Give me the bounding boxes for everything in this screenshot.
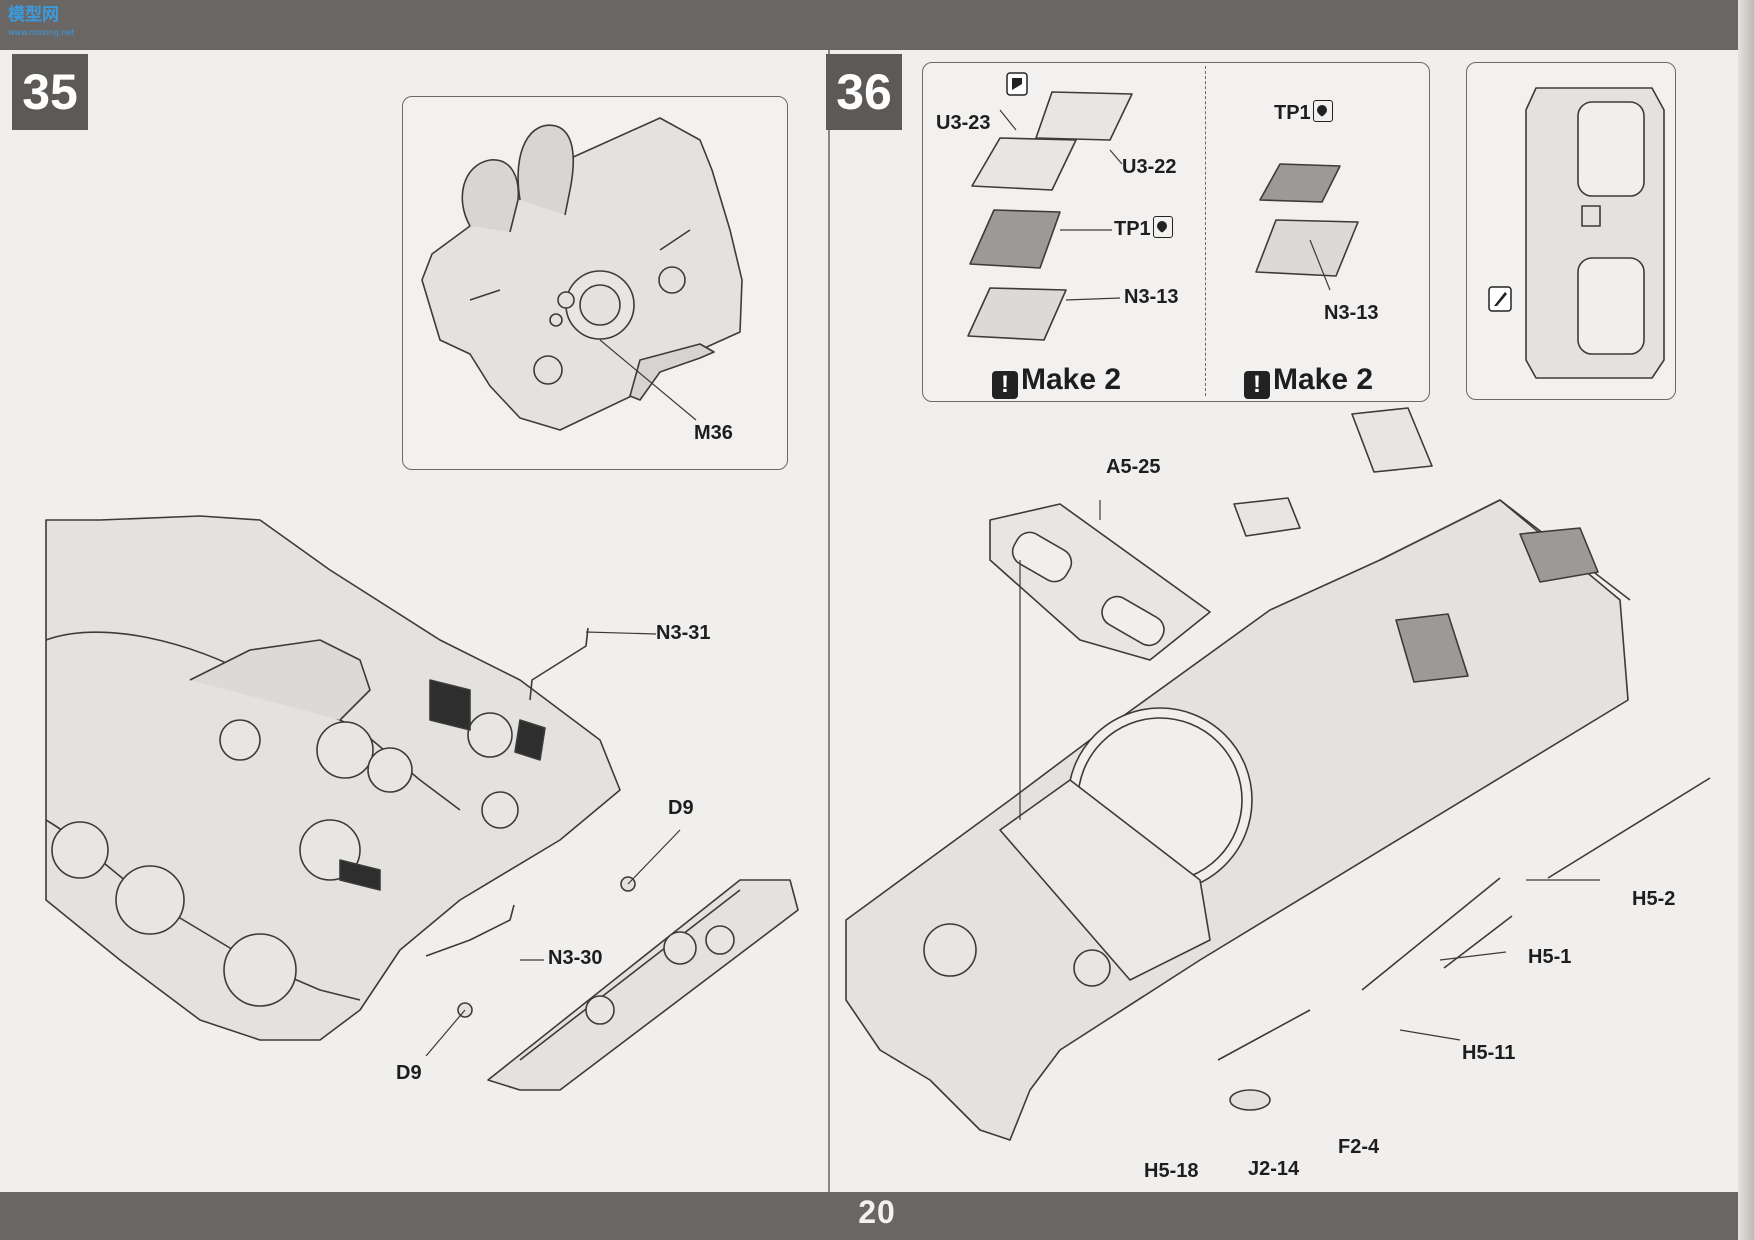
h5-11-rail	[1361, 877, 1501, 991]
label-tp1-left: TP1	[1114, 216, 1173, 241]
rear-plate	[487, 879, 799, 1091]
label-j2-14: J2-14	[1248, 1158, 1300, 1180]
label-m36: M36	[694, 422, 733, 444]
label-n3-30: N3-30	[548, 947, 603, 969]
panel-divider	[828, 50, 830, 1192]
hatch-plate-a5-25	[989, 503, 1211, 661]
grille-3	[1395, 613, 1469, 683]
n3-30-part	[425, 904, 515, 957]
label-n3-13-right: N3-13	[1324, 302, 1379, 324]
label-n3-13-left: N3-13	[1124, 286, 1179, 308]
step-number-35: 35	[12, 54, 88, 130]
label-h5-1: H5-1	[1528, 946, 1572, 968]
cement-icon	[1006, 72, 1028, 101]
label-u3-23: U3-23	[936, 112, 991, 134]
logo-text: 模型网	[8, 5, 59, 24]
exclamation-icon: !	[992, 371, 1018, 399]
label-a5-25: A5-25	[1106, 456, 1161, 478]
label-h5-2: H5-2	[1632, 888, 1676, 910]
make-2-right: !Make 2	[1244, 363, 1373, 399]
label-h5-18: H5-18	[1144, 1160, 1199, 1182]
make-2-left: !Make 2	[992, 363, 1121, 399]
n3-31-part	[529, 627, 589, 701]
top-bar	[0, 0, 1754, 50]
knife-icon	[1488, 286, 1512, 317]
make-2-left-text: Make 2	[1021, 363, 1122, 396]
bottom-bar	[0, 1192, 1754, 1240]
label-u3-22: U3-22	[1122, 156, 1177, 178]
tp1-left-text: TP1	[1114, 218, 1151, 240]
subassembly-dashed-divider	[1205, 66, 1206, 396]
tp1-right-text: TP1	[1274, 102, 1311, 124]
exclamation-icon: !	[1244, 371, 1270, 399]
j2-14-part	[1229, 1089, 1271, 1111]
tank-hull	[45, 515, 621, 1041]
h5-1-rail	[1443, 915, 1513, 969]
site-logo: 模型网	[8, 6, 59, 23]
f2-4-tool	[1217, 1009, 1311, 1061]
label-h5-11: H5-11	[1462, 1042, 1516, 1064]
grille-2	[1351, 407, 1433, 473]
subassembly-right	[1255, 163, 1359, 277]
step-number-36: 36	[826, 54, 902, 130]
label-f2-4: F2-4	[1338, 1136, 1380, 1158]
h5-2-rail	[1547, 777, 1711, 879]
page-number: 20	[858, 1194, 896, 1230]
grille-4	[1519, 527, 1599, 583]
make-2-right-text: Make 2	[1273, 363, 1374, 396]
grille-1	[1233, 497, 1301, 537]
subassembly-left	[967, 91, 1133, 341]
page-edge	[1738, 0, 1754, 1240]
logo-subtext: www.moxing.net	[8, 28, 75, 37]
detail-panel	[1525, 87, 1665, 379]
label-tp1-right: TP1	[1274, 100, 1333, 125]
engine-deck-plate	[421, 117, 743, 431]
label-d9-top: D9	[668, 797, 694, 819]
photo-etch-icon	[1152, 216, 1173, 238]
photo-etch-icon	[1312, 100, 1333, 122]
label-n3-31: N3-31	[656, 622, 711, 644]
label-d9-bottom: D9	[396, 1062, 422, 1084]
